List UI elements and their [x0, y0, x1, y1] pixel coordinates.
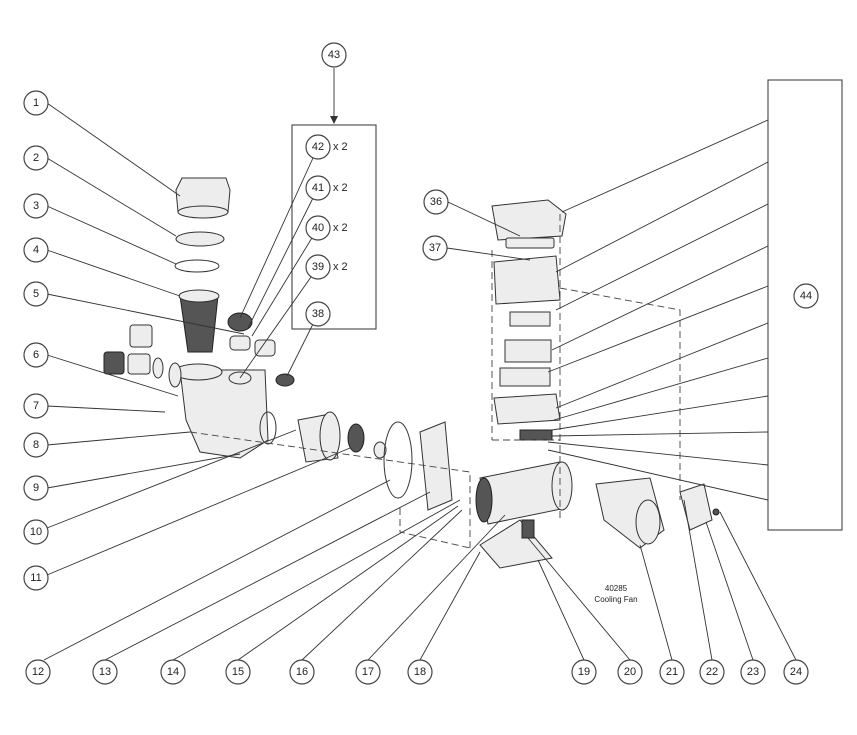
callout-43-label: 43 [328, 49, 340, 61]
callout-17: 17 [355, 659, 381, 685]
callout-43: 43 [321, 42, 347, 68]
callout-9: 9 [23, 475, 49, 501]
callout-3-label: 3 [33, 200, 39, 212]
callout-4-label: 4 [33, 244, 39, 256]
callout-44: 44 [793, 283, 819, 309]
callout-1-label: 1 [33, 97, 39, 109]
callout-2: 2 [23, 145, 49, 171]
callout-23: 23 [740, 659, 766, 685]
callout-3: 3 [23, 193, 49, 219]
callout-42-label: 42 [312, 141, 324, 153]
callout-39: 39 [305, 254, 331, 280]
callout-6: 6 [23, 342, 49, 368]
qty-39: x 2 [333, 261, 348, 273]
callout-8: 8 [23, 432, 49, 458]
callout-18: 18 [407, 659, 433, 685]
leader-lines [43, 102, 797, 661]
callout-22-label: 22 [706, 666, 718, 678]
callout-20: 20 [617, 659, 643, 685]
callout-24: 24 [783, 659, 809, 685]
qty-42: x 2 [333, 141, 348, 153]
callout-38-label: 38 [312, 308, 324, 320]
callout-7: 7 [23, 393, 49, 419]
callout-12-label: 12 [32, 666, 44, 678]
callout-14: 14 [160, 659, 186, 685]
callout-4: 4 [23, 237, 49, 263]
callout-7-label: 7 [33, 400, 39, 412]
callout-5: 5 [23, 281, 49, 307]
callout-38: 38 [305, 301, 331, 327]
callout-11: 11 [23, 565, 49, 591]
callout-41-label: 41 [312, 182, 324, 194]
callout-16: 16 [289, 659, 315, 685]
kit-box-43 [291, 124, 377, 330]
callout-20-label: 20 [624, 666, 636, 678]
callout-11-label: 11 [30, 572, 41, 584]
callout-39-label: 39 [312, 261, 324, 273]
callout-44-label: 44 [800, 290, 812, 302]
fan-part-name: Cooling Fan [594, 595, 637, 604]
callout-19: 19 [571, 659, 597, 685]
callout-23-label: 23 [747, 666, 759, 678]
callout-1: 1 [23, 90, 49, 116]
callout-10: 10 [23, 519, 49, 545]
callout-2-label: 2 [33, 152, 39, 164]
callout-21: 21 [659, 659, 685, 685]
callout-6-label: 6 [33, 349, 39, 361]
callout-36-label: 36 [430, 196, 442, 208]
callout-15-label: 15 [232, 666, 244, 678]
callout-22: 22 [699, 659, 725, 685]
callout-24-label: 24 [790, 666, 802, 678]
callout-36: 36 [423, 189, 449, 215]
callout-9-label: 9 [33, 482, 39, 494]
callout-19-label: 19 [578, 666, 590, 678]
qty-41: x 2 [333, 182, 348, 194]
callout-15: 15 [225, 659, 251, 685]
fan-part-number: 40285 [605, 584, 628, 593]
callout-16-label: 16 [296, 666, 308, 678]
callout-42: 42 [305, 134, 331, 160]
callout-18-label: 18 [414, 666, 426, 678]
callout-41: 41 [305, 175, 331, 201]
callout-13-label: 13 [99, 666, 111, 678]
callout-14-label: 14 [167, 666, 179, 678]
callout-8-label: 8 [33, 439, 39, 451]
callout-5-label: 5 [33, 288, 39, 300]
callout-37-label: 37 [429, 242, 441, 254]
callout-37: 37 [422, 235, 448, 261]
pump-parts-drawing [103, 177, 720, 569]
callout-21-label: 21 [666, 666, 678, 678]
controller-group-box-44 [767, 79, 843, 531]
callout-10-label: 10 [30, 526, 42, 538]
callout-40: 40 [305, 215, 331, 241]
callout-12: 12 [25, 659, 51, 685]
assembly-dashed-lines [189, 214, 681, 549]
qty-40: x 2 [333, 222, 348, 234]
callout-40-label: 40 [312, 222, 324, 234]
callout-17-label: 17 [362, 666, 374, 678]
callout-13: 13 [92, 659, 118, 685]
